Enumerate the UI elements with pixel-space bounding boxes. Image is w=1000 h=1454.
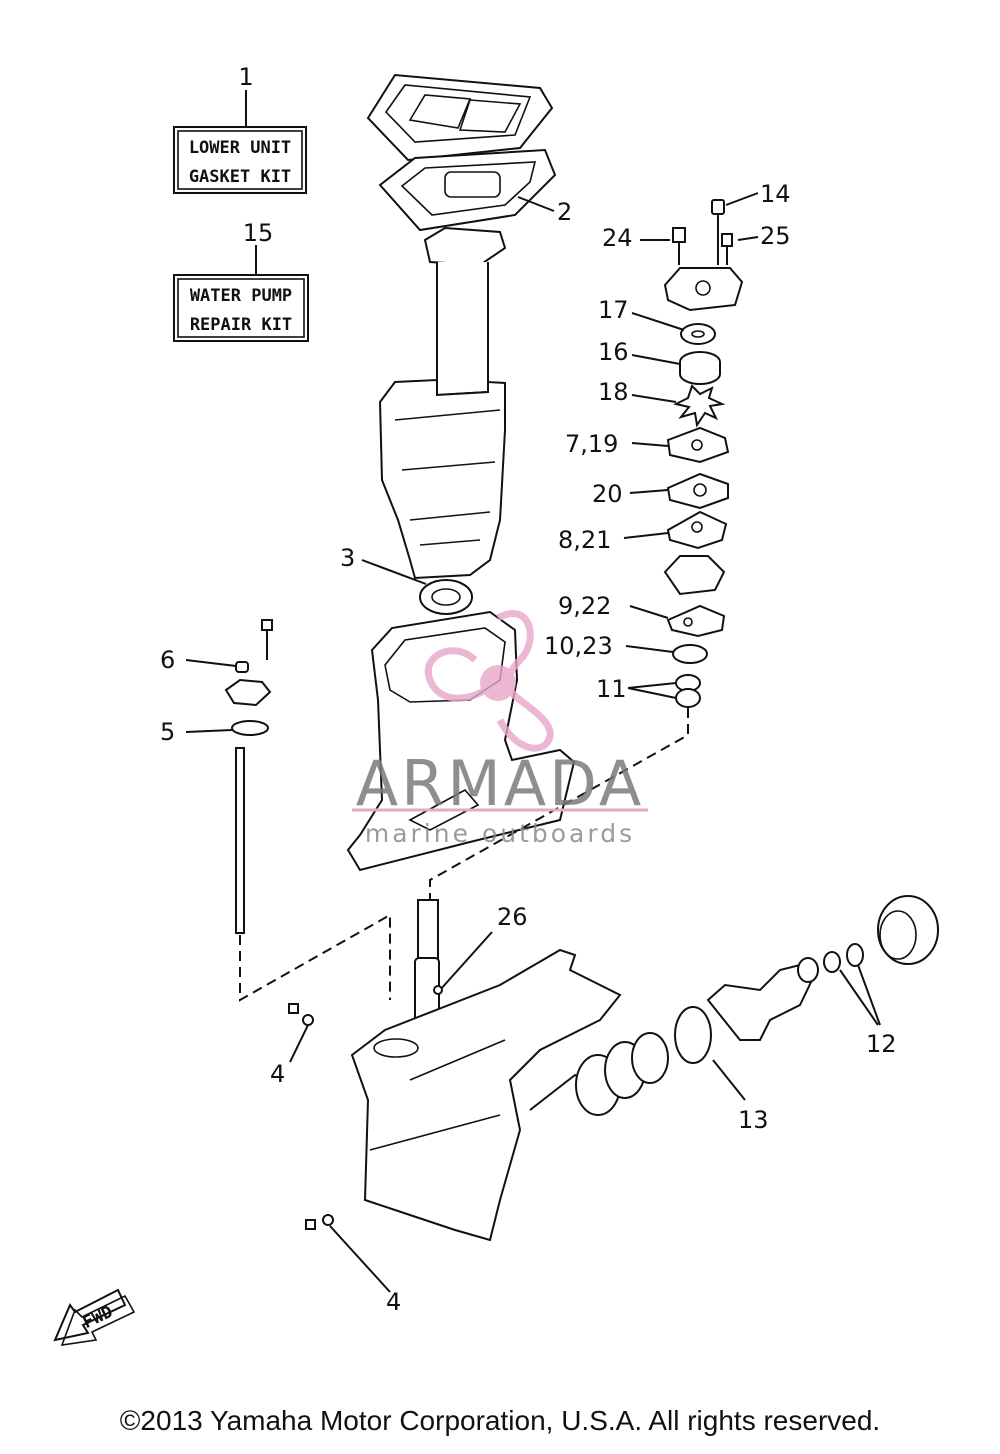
seal-part-3 (361, 559, 473, 615)
gearcase (288, 895, 939, 1293)
shift-rod-assembly (185, 619, 391, 1002)
fwd-arrow: FWD (53, 1288, 136, 1346)
water-pump-kit-line1: WATER PUMP (190, 286, 292, 306)
watermark-brand: ARMADA (356, 747, 644, 820)
callout-7-19: 7,19 (565, 430, 618, 458)
callout-17: 17 (598, 296, 629, 324)
callout-3: 3 (340, 544, 355, 572)
callout-8-21: 8,21 (558, 526, 611, 554)
callout-4-lower: 4 (386, 1288, 401, 1316)
callout-20: 20 (592, 480, 623, 508)
callout-24: 24 (602, 224, 633, 252)
callout-10-23: 10,23 (544, 632, 613, 660)
callout-25: 25 (760, 222, 791, 250)
callout-16: 16 (598, 338, 629, 366)
callout-26: 26 (497, 903, 528, 931)
water-pump-kit-box: WATER PUMP REPAIR KIT 15 (173, 219, 309, 342)
callout-9-22: 9,22 (558, 592, 611, 620)
callout-6: 6 (160, 646, 175, 674)
callout-13: 13 (738, 1106, 769, 1134)
gasket-kit-box: LOWER UNIT GASKET KIT 1 (173, 63, 307, 194)
copyright-notice: ©2013 Yamaha Motor Corporation, U.S.A. A… (119, 1405, 881, 1436)
callout-4-upper: 4 (270, 1060, 285, 1088)
callout-12: 12 (866, 1030, 897, 1058)
water-pump-stack (429, 192, 759, 905)
callout-18: 18 (598, 378, 629, 406)
lower-casing (346, 610, 576, 872)
callout-5: 5 (160, 718, 175, 746)
gasket-kit-line2: GASKET KIT (189, 167, 291, 187)
watermark-logo (424, 610, 554, 752)
callout-14: 14 (760, 180, 791, 208)
callout-15: 15 (243, 219, 274, 247)
water-pump-kit-line2: REPAIR KIT (190, 315, 292, 335)
watermark-tagline: marine outboards (365, 819, 635, 848)
callout-11: 11 (596, 675, 627, 703)
upper-housing (366, 73, 557, 580)
gasket-kit-line1: LOWER UNIT (189, 138, 291, 158)
callout-2: 2 (557, 198, 572, 226)
callout-1: 1 (238, 63, 253, 91)
